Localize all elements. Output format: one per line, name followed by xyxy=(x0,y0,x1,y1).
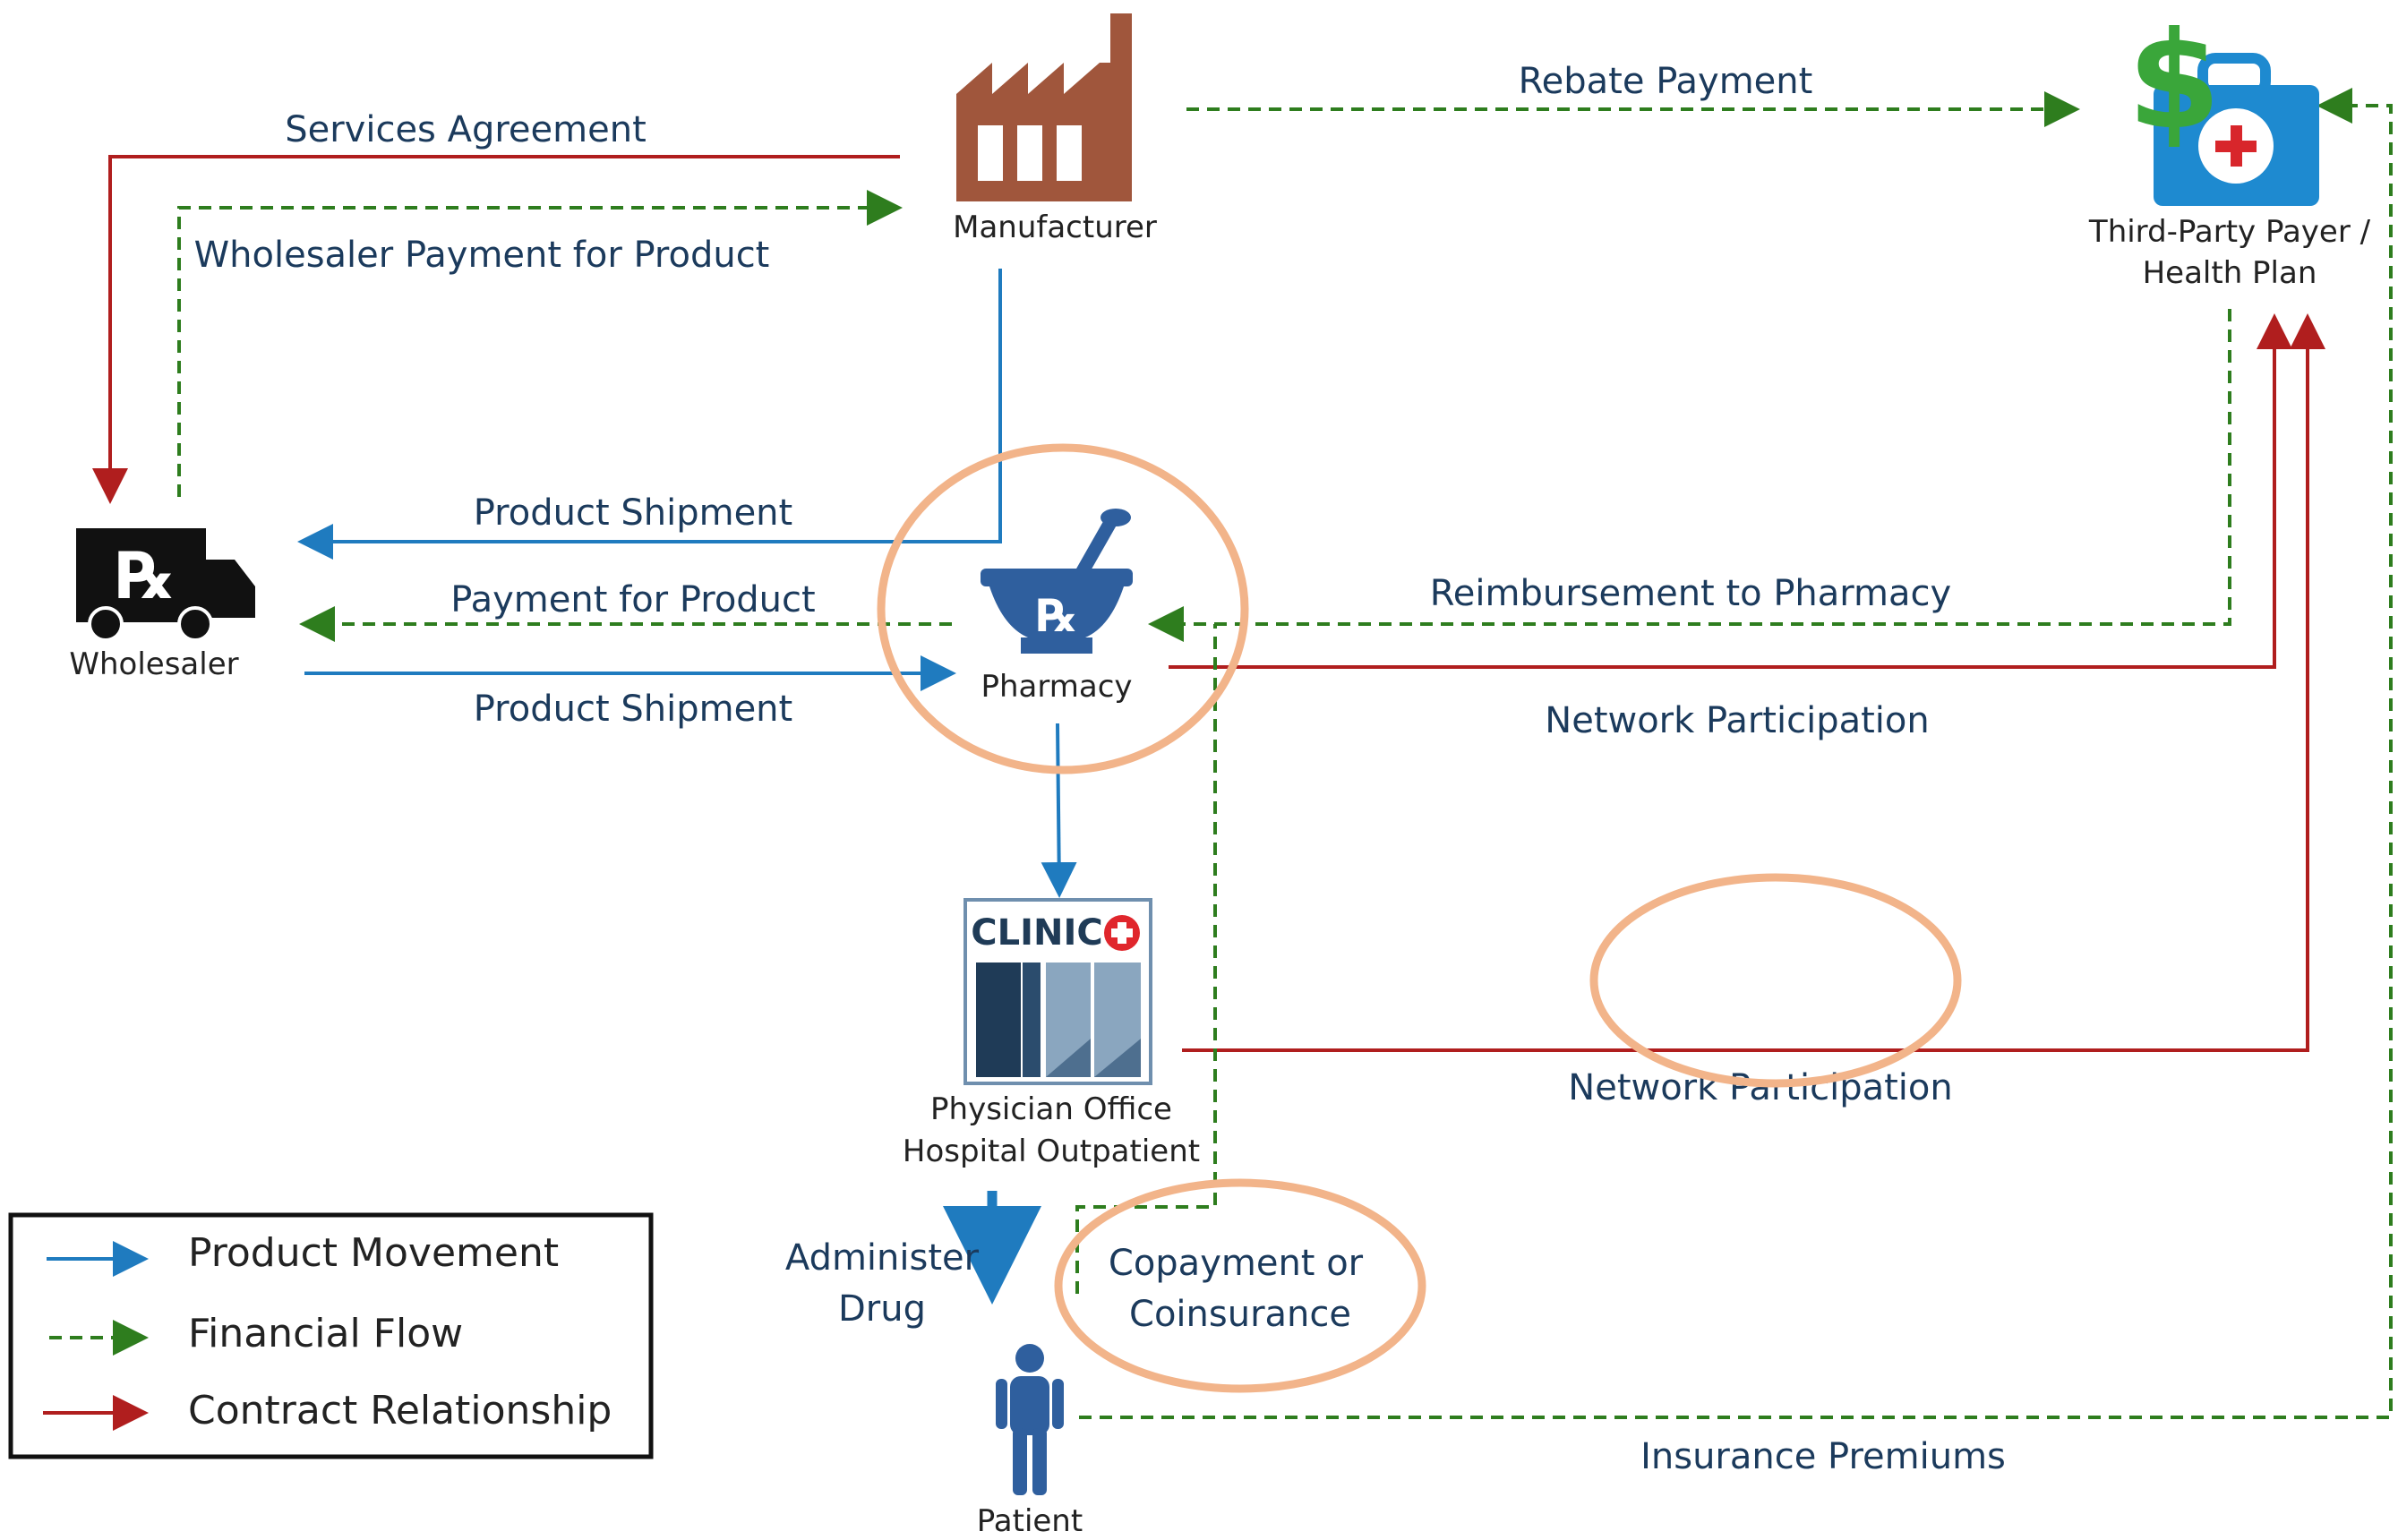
highlight-annotations xyxy=(877,443,1962,1393)
legend-item-contract: Contract Relationship xyxy=(43,1388,612,1433)
delivery-truck-icon: ℞ xyxy=(76,528,255,642)
node-third-party-payer: $ Third-Party Payer / Health Plan xyxy=(2088,4,2371,291)
highlight-network-participation xyxy=(1589,873,1962,1088)
highlight-pharmacy xyxy=(877,443,1249,774)
edge-network-participation-2 xyxy=(1182,313,2325,1052)
edge-wholesaler-payment xyxy=(177,190,903,497)
mortar-pestle-icon: ℞ xyxy=(981,509,1133,654)
physician-label-line2: Hospital Outpatient xyxy=(903,1134,1200,1169)
physician-label-line1: Physician Office xyxy=(930,1091,1172,1127)
edge-labels: Services Agreement Wholesaler Payment fo… xyxy=(194,61,2006,1477)
svg-text:℞: ℞ xyxy=(116,538,175,613)
edge-pharmacy-to-clinic xyxy=(1041,723,1077,898)
label-product-shipment-top: Product Shipment xyxy=(474,492,792,534)
node-wholesaler: ℞ Wholesaler xyxy=(69,528,255,682)
label-payment-for-product: Payment for Product xyxy=(450,579,815,620)
payer-label-line2: Health Plan xyxy=(2143,255,2317,291)
label-administer-line1: Administer xyxy=(785,1237,980,1279)
svg-text:℞: ℞ xyxy=(1037,590,1077,642)
wholesaler-label: Wholesaler xyxy=(69,646,238,682)
clinic-sign: CLINIC xyxy=(971,912,1102,954)
node-manufacturer: Manufacturer xyxy=(953,13,1157,245)
payer-label-line1: Third-Party Payer / xyxy=(2088,214,2371,250)
label-copay-line2: Coinsurance xyxy=(1129,1294,1351,1335)
node-patient: Patient xyxy=(977,1344,1083,1539)
label-wholesaler-payment: Wholesaler Payment for Product xyxy=(194,235,770,276)
legend: Product Movement Financial Flow Contract… xyxy=(8,1212,654,1459)
connectors xyxy=(92,88,2393,1419)
clinic-building-icon: CLINIC xyxy=(963,898,1152,1085)
edge-copayment xyxy=(1075,624,1217,1294)
label-rebate-payment: Rebate Payment xyxy=(1519,61,1813,102)
edge-insurance-premiums xyxy=(1079,88,2393,1419)
pharmacy-label: Pharmacy xyxy=(981,669,1132,705)
label-network-participation-2: Network Participation xyxy=(1568,1067,1952,1108)
label-reimbursement: Reimbursement to Pharmacy xyxy=(1430,573,1951,614)
patient-label: Patient xyxy=(977,1503,1083,1539)
edge-network-participation-1 xyxy=(1169,313,2292,669)
highlight-copayment xyxy=(1054,1178,1426,1393)
label-copay-line1: Copayment or xyxy=(1109,1243,1364,1284)
person-icon xyxy=(996,1344,1064,1495)
label-network-participation-1: Network Participation xyxy=(1545,700,1929,741)
legend-label-contract: Contract Relationship xyxy=(188,1388,612,1433)
node-pharmacy: ℞ Pharmacy xyxy=(981,509,1133,705)
legend-item-financial: Financial Flow xyxy=(49,1311,463,1356)
label-product-shipment-bottom: Product Shipment xyxy=(474,689,792,730)
label-insurance-premiums: Insurance Premiums xyxy=(1640,1436,2006,1477)
edge-reimbursement xyxy=(1148,309,2231,642)
legend-label-product: Product Movement xyxy=(188,1230,559,1276)
medical-case-icon xyxy=(2154,53,2319,206)
label-services-agreement: Services Agreement xyxy=(285,109,647,150)
manufacturer-label: Manufacturer xyxy=(953,210,1157,245)
edge-services-agreement xyxy=(92,155,900,504)
edge-product-shipment-top xyxy=(297,269,1002,560)
legend-item-product: Product Movement xyxy=(47,1230,559,1277)
legend-label-financial: Financial Flow xyxy=(188,1311,463,1356)
factory-icon xyxy=(956,13,1132,201)
node-physician-office: CLINIC Physician Office Hospital Outpati… xyxy=(903,898,1200,1169)
label-administer-line2: Drug xyxy=(838,1288,926,1330)
dollar-sign-icon: $ xyxy=(2128,4,2221,159)
